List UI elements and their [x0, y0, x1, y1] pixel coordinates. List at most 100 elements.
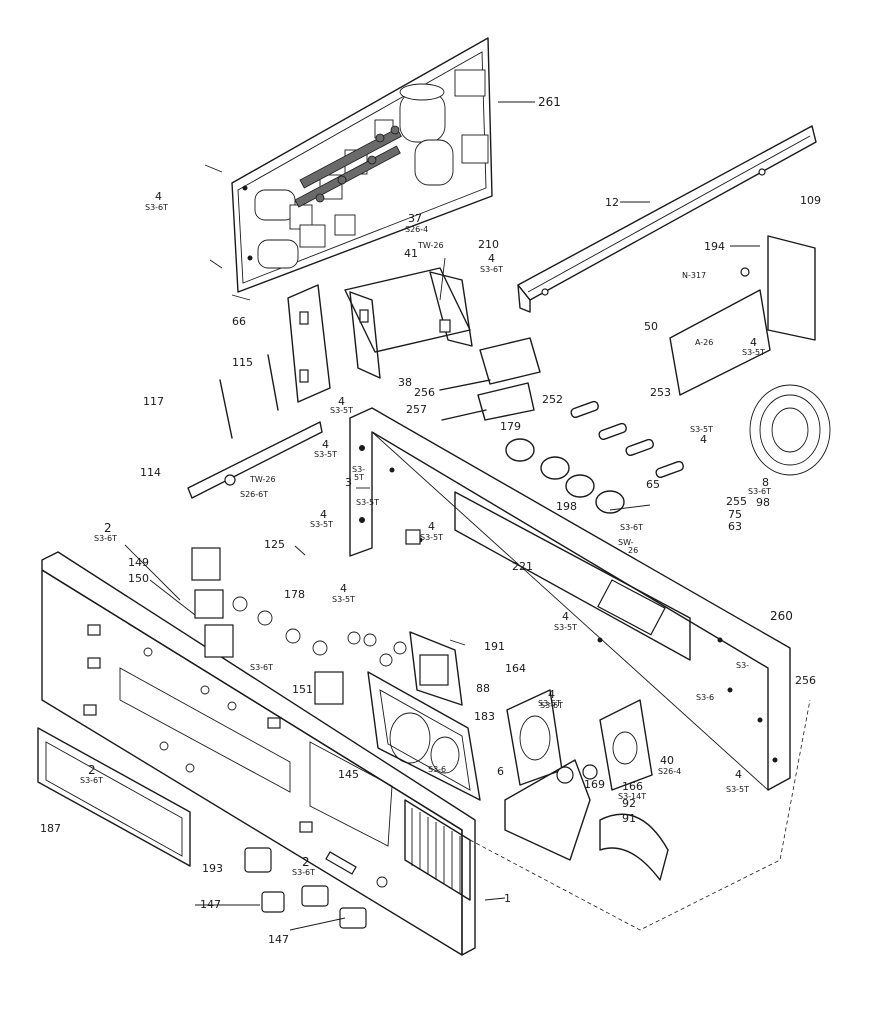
label: 50 [644, 320, 658, 333]
label: S3-6T [145, 203, 168, 212]
label: 255 [726, 495, 747, 508]
label: 4 [340, 582, 347, 595]
label: 178 [284, 588, 305, 601]
label: S3-5T [742, 348, 765, 357]
label: 253 [650, 386, 671, 399]
label: 191 [484, 640, 505, 653]
top-pcb-assembly [204, 37, 535, 293]
label: 125 [264, 538, 285, 551]
control-knob-shafts [505, 400, 684, 514]
label: 187 [40, 822, 61, 835]
label: 3 [345, 476, 352, 489]
label: 1 [504, 892, 511, 905]
label: 4 [548, 688, 555, 701]
label: 88 [476, 682, 490, 695]
label: 4 [735, 768, 742, 781]
label: 257 [406, 403, 427, 416]
label: S3-5T [538, 699, 561, 708]
label: 150 [128, 572, 149, 585]
label: 5T [354, 473, 364, 482]
label: SW- [618, 538, 634, 547]
label: 12 [605, 196, 619, 209]
label: 260 [770, 609, 793, 623]
label: 117 [143, 395, 164, 408]
label: 166 [622, 780, 643, 793]
label: 4 [155, 190, 162, 203]
label: 92 [622, 797, 636, 810]
label: 4 [338, 395, 345, 408]
label: 26 [628, 546, 638, 555]
label: S3-5T [314, 450, 337, 459]
leader-lines [124, 201, 760, 931]
label: 6 [497, 765, 504, 778]
bottom-right-parts [504, 689, 669, 881]
label: S3-6T [292, 868, 315, 877]
label: 91 [622, 812, 636, 825]
label: 114 [140, 466, 161, 479]
label: 256 [414, 386, 435, 399]
label: 115 [232, 356, 253, 369]
small-parts [191, 547, 407, 705]
label: S3-6 [428, 765, 446, 774]
left-lever [187, 354, 323, 499]
switch-assemblies [439, 337, 541, 421]
label: 4 [322, 438, 329, 451]
label: 109 [800, 194, 821, 207]
label: 164 [505, 662, 526, 675]
label: S3-6T [620, 523, 643, 532]
label: S3-5T [356, 498, 379, 507]
label: S3-6T [480, 265, 503, 274]
part-labels: 261 4 S3-6T 12 109 37 S26-4 210 TW-26 41… [40, 95, 821, 946]
label: 37 [408, 212, 422, 225]
label: S3-6T [250, 663, 273, 672]
label: 41 [404, 247, 418, 260]
label: 261 [538, 95, 561, 109]
label: 4 [700, 433, 707, 446]
label: 198 [556, 500, 577, 513]
label: 179 [500, 420, 521, 433]
label: A-26 [695, 338, 713, 347]
label: 169 [584, 778, 605, 791]
label: S3-5T [420, 533, 443, 542]
label: 75 [728, 508, 742, 521]
side-rail [517, 125, 817, 313]
label: 65 [646, 478, 660, 491]
label: S3-5T [310, 520, 333, 529]
label: S3-5T [554, 623, 577, 632]
label: TW-26 [417, 241, 444, 250]
label: 4 [562, 610, 569, 623]
label: TW-26 [249, 475, 276, 484]
label: 194 [704, 240, 725, 253]
main-chassis [349, 407, 791, 792]
label: 210 [478, 238, 499, 251]
label: S3-5T [330, 406, 353, 415]
label: 221 [512, 560, 533, 573]
label: S3-6 [696, 693, 714, 702]
label: 4 [488, 252, 495, 265]
label: 63 [728, 520, 742, 533]
label: 193 [202, 862, 223, 875]
label: S3-5T [690, 425, 713, 434]
label: 149 [128, 556, 149, 569]
right-mechanism [669, 235, 831, 476]
label: 256 [795, 674, 816, 687]
label: S3- [736, 661, 749, 670]
label: 147 [200, 898, 221, 911]
label: 252 [542, 393, 563, 406]
label: S3-6T [540, 701, 563, 710]
label: 183 [474, 710, 495, 723]
push-buttons [244, 847, 367, 929]
front-panel [37, 551, 476, 956]
label: 8 [762, 476, 769, 489]
label: S3-5T [726, 785, 749, 794]
label: 66 [232, 315, 246, 328]
label: S26-6T [240, 490, 268, 499]
label: S3-14T [618, 792, 646, 801]
label: 38 [398, 376, 412, 389]
label: N-317 [682, 271, 706, 280]
label: 145 [338, 768, 359, 781]
label: S26-4 [405, 225, 428, 234]
label: 2 [88, 763, 96, 777]
label: 40 [660, 754, 674, 767]
